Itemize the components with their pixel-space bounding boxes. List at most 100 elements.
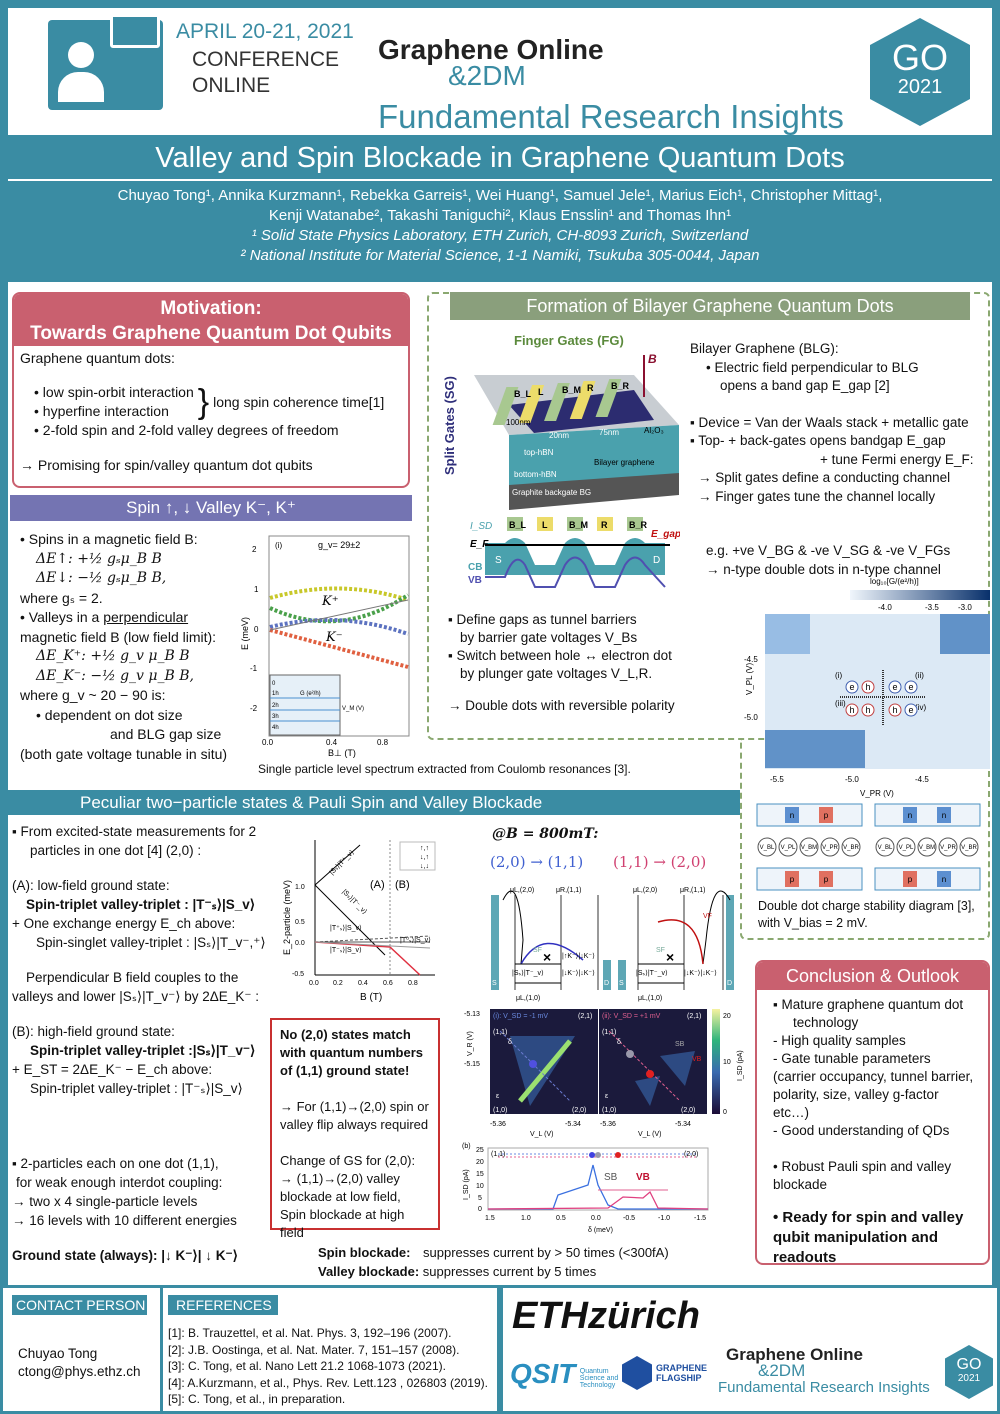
svg-text:×: × — [543, 949, 551, 965]
svg-text:p: p — [824, 875, 829, 884]
svg-text:-5.13: -5.13 — [464, 1011, 480, 1018]
svg-text:-5.0: -5.0 — [845, 775, 859, 784]
svg-text:3h: 3h — [272, 714, 279, 720]
svg-text:-0.5: -0.5 — [292, 971, 304, 978]
svg-text:(1,1): (1,1) — [491, 1151, 505, 1158]
svg-text:(2,0): (2,0) — [572, 1107, 586, 1114]
peculiar-header: Peculiar two−particle states & Pauli Spi… — [0, 790, 740, 815]
current-colorbar — [712, 1009, 720, 1114]
kplus-label: K⁺ — [321, 594, 339, 609]
contact-name: Chuyao Tong — [18, 1346, 98, 1361]
svg-text:Al₂O₃: Al₂O₃ — [644, 426, 664, 435]
svg-text:(ii): V_SD = +1 mV: (ii): V_SD = +1 mV — [602, 1013, 661, 1020]
svg-text:0.2: 0.2 — [333, 980, 343, 987]
svg-text:V_R (V): V_R (V) — [467, 1031, 474, 1056]
svg-text:SB: SB — [675, 1041, 685, 1048]
svg-text:S: S — [492, 980, 497, 987]
svg-text:-0.5: -0.5 — [623, 1215, 635, 1222]
svg-text:20: 20 — [723, 1013, 731, 1020]
go-2021-badge: GO 2021 — [870, 18, 970, 126]
svg-text:e: e — [908, 705, 913, 715]
svg-text:100nm: 100nm — [506, 418, 531, 427]
svg-text:SF: SF — [533, 947, 542, 954]
svg-text:μR,(1,1): μR,(1,1) — [556, 887, 581, 894]
motivation-section: Motivation: Towards Graphene Quantum Dot… — [12, 292, 410, 488]
spin-text: • Spins in a magnetic field B: ΔE↑: +½ g… — [20, 531, 228, 762]
field-label: @B = 800mT: — [492, 826, 599, 842]
svg-text:V_L (V): V_L (V) — [638, 1131, 661, 1138]
svg-text:|Sₛ⟩|T⁻_v⟩: |Sₛ⟩|T⁻_v⟩ — [341, 888, 369, 916]
svg-text:ε: ε — [605, 1093, 608, 1100]
svg-text:V_BR: V_BR — [961, 845, 977, 851]
svg-text:SF: SF — [656, 947, 665, 954]
svg-text:0.5: 0.5 — [295, 919, 305, 926]
svg-text:B_R: B_R — [629, 520, 648, 530]
online-label: ONLINE — [192, 74, 271, 97]
svg-text:VB: VB — [692, 1056, 702, 1063]
svg-text:S: S — [495, 555, 502, 566]
svg-text:I_SD (pA): I_SD (pA) — [737, 1050, 744, 1081]
svg-text:10: 10 — [476, 1183, 484, 1190]
svg-text:25: 25 — [476, 1147, 484, 1154]
svg-text:V_PL: V_PL — [899, 845, 914, 851]
svg-text:h: h — [849, 705, 854, 715]
authors-line-2: Kenji Watanabe², Takashi Taniguchi², Kla… — [268, 207, 732, 224]
svg-text:1h: 1h — [272, 691, 279, 697]
svg-text:|↑K⁻⟩|↓K⁻⟩: |↑K⁻⟩|↓K⁻⟩ — [562, 952, 595, 960]
svg-text:VF: VF — [703, 913, 712, 920]
svg-text:|T⁺ₛ⟩|S_v⟩: |T⁺ₛ⟩|S_v⟩ — [330, 924, 362, 932]
svg-text:SB: SB — [604, 1172, 618, 1183]
panel-label: (i) — [275, 541, 282, 550]
svg-text:R: R — [587, 383, 594, 393]
svg-text:μL,(1,0): μL,(1,0) — [638, 995, 662, 1002]
svg-text:e: e — [892, 682, 897, 692]
y-axis-label: E (meV) — [240, 617, 250, 650]
svg-text:|Sₛ⟩|T⁻_v⟩: |Sₛ⟩|T⁻_v⟩ — [636, 969, 668, 977]
svg-text:μL,(1,0): μL,(1,0) — [516, 995, 540, 1002]
kminus-label: K⁻ — [325, 630, 343, 645]
svg-text:(1,0): (1,0) — [493, 1107, 507, 1114]
svg-text:V_PR (V): V_PR (V) — [860, 789, 894, 798]
formation-dd-extension — [740, 738, 990, 940]
svg-text:(2,0): (2,0) — [684, 1151, 698, 1158]
svg-text:(i): V_SD = -1 mV: (i): V_SD = -1 mV — [493, 1013, 548, 1020]
affiliation-2: ² National Institute for Material Scienc… — [240, 247, 760, 264]
svg-text:V_BM: V_BM — [801, 845, 817, 851]
title-band: Valley and Spin Blockade in Graphene Qua… — [0, 135, 1000, 282]
motivation-header: Motivation: Towards Graphene Quantum Dot… — [14, 294, 408, 346]
blockade-summary: Spin blockade:suppresses current by > 50… — [318, 1245, 669, 1279]
svg-text:dot R: dot R — [597, 550, 616, 559]
svg-text:-5.5: -5.5 — [770, 775, 784, 784]
svg-text:-5.0: -5.0 — [744, 713, 758, 722]
svg-text:0.0: 0.0 — [295, 940, 305, 947]
svg-text:-5.36: -5.36 — [490, 1121, 506, 1128]
footer-go-badge: GO 2021 — [945, 1345, 993, 1399]
inset — [269, 674, 341, 736]
colorbar — [850, 590, 990, 600]
energy-level-diagrams: S D μL,(2,0)μR,(1,1)μL,(1,0) |Sₛ⟩|T⁻_v⟩|… — [491, 887, 734, 1002]
flagship-hex-icon — [622, 1356, 652, 1390]
svg-text:75nm: 75nm — [599, 428, 619, 437]
conclusion-header: Conclusion & Outlook — [757, 962, 988, 990]
x-axis-label: B⊥ (T) — [328, 748, 356, 758]
body-frame — [0, 282, 1000, 1285]
svg-text:-5.36: -5.36 — [600, 1121, 616, 1128]
svg-text:V_BM: V_BM — [919, 845, 935, 851]
poster-title: Valley and Spin Blockade in Graphene Qua… — [8, 141, 992, 181]
svg-text:V_BR: V_BR — [843, 845, 859, 851]
svg-text:e: e — [849, 682, 854, 692]
svg-text:n: n — [942, 811, 946, 820]
svg-text:δ: δ — [508, 1039, 512, 1046]
svg-text:2: 2 — [252, 545, 257, 554]
svg-text:↓,↓: ↓,↓ — [420, 863, 429, 870]
svg-text:Bilayer graphene: Bilayer graphene — [594, 458, 655, 467]
series-red — [269, 628, 409, 669]
contact-email[interactable]: ctong@phys.ethz.ch — [18, 1364, 141, 1379]
svg-text:I_SD: I_SD — [470, 521, 492, 532]
svg-text:1.5: 1.5 — [485, 1215, 495, 1222]
svg-text:p: p — [908, 875, 913, 884]
svg-text:0.0: 0.0 — [262, 738, 274, 747]
